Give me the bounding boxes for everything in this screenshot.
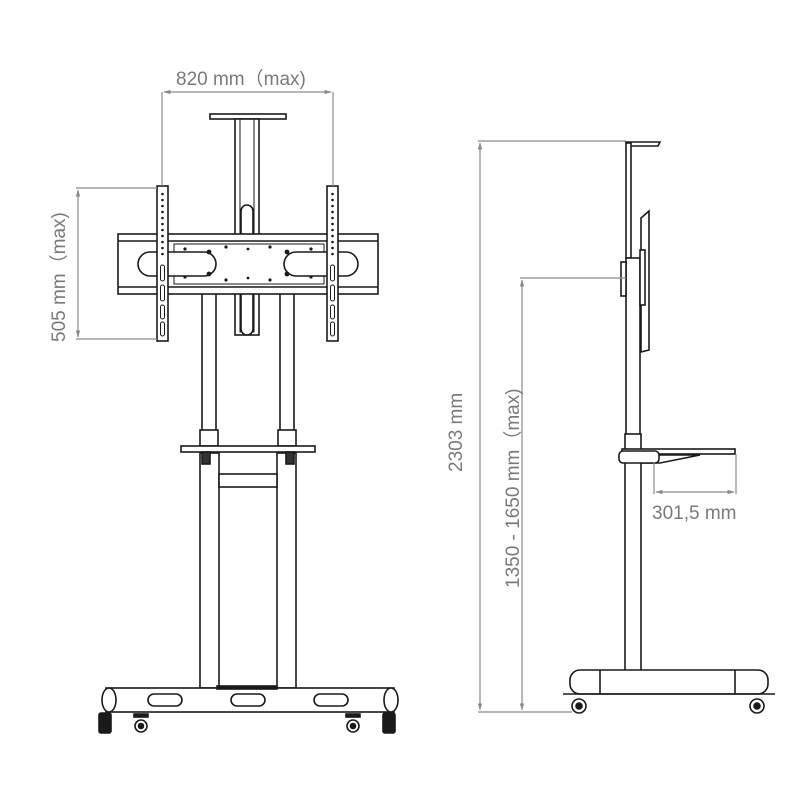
- side-view: [563, 141, 775, 714]
- right-bracket: [326, 185, 339, 342]
- width-dimension-label: 820 mm（max): [176, 69, 306, 90]
- shelf-depth-dimension-label: 301,5 mm: [652, 503, 737, 524]
- front-base: [101, 685, 399, 713]
- front-view: [98, 113, 399, 734]
- front-dimension-lines: [75, 89, 334, 340]
- side-base: [563, 669, 775, 714]
- mount-height-dimension-label: 1350 - 1650 mm（max): [503, 388, 524, 588]
- side-shelf: [618, 448, 736, 464]
- columns: [199, 291, 297, 689]
- front-shelf: [180, 445, 316, 465]
- top-shelf: [209, 113, 287, 336]
- total-height-dimension-label: 2303 mm: [446, 392, 467, 472]
- height-dimension-label: 505 mm（max): [49, 212, 70, 342]
- front-casters: [98, 712, 396, 734]
- side-dimension-lines: [477, 140, 737, 713]
- left-bracket: [156, 185, 169, 342]
